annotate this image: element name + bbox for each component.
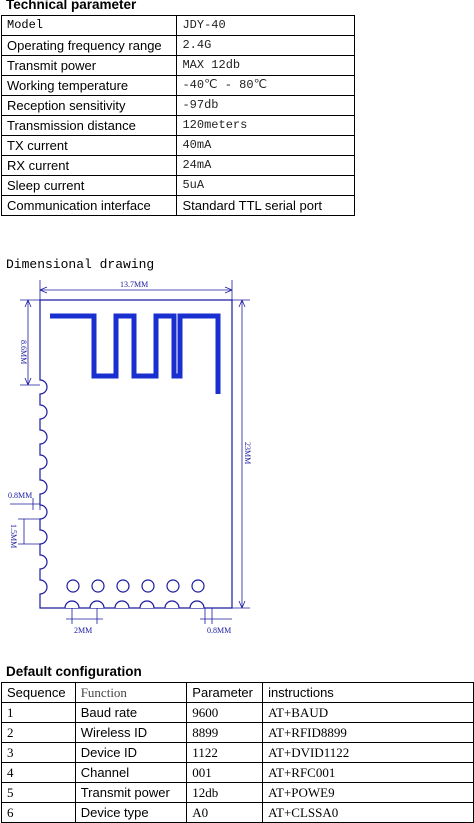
param-value: 120meters [176, 115, 355, 136]
cell-instructions: AT+POWE9 [262, 782, 474, 803]
table-row: Transmission distance 120meters [0, 115, 355, 136]
cell-sequence: 5 [1, 782, 76, 803]
param-value: -97db [176, 95, 355, 116]
param-value: JDY-40 [176, 15, 355, 36]
cell-parameter: A0 [186, 802, 264, 823]
technical-parameter-heading: Technical parameter [6, 0, 137, 12]
table-row: Reception sensitivity -97db [0, 95, 355, 116]
param-name: Operating frequency range [0, 35, 178, 56]
cell-parameter: 9600 [186, 702, 264, 723]
bottom-edge-dimension [200, 608, 232, 624]
header-sequence: Sequence [1, 682, 76, 703]
cell-function: Transmit power [74, 782, 188, 803]
default-configuration-heading: Default configuration [6, 664, 142, 679]
bottom-castellations [64, 600, 205, 609]
table-row: Model JDY-40 [0, 15, 355, 36]
table-row: TX current 40mA [0, 135, 355, 156]
pitch-dimension [18, 518, 40, 545]
module-outline [39, 299, 233, 609]
param-value: MAX 12db [176, 55, 355, 76]
param-value: Standard TTL serial port [176, 195, 355, 216]
pad-width-label: 0.8MM [8, 491, 32, 500]
table-row: RX current 24mA [0, 155, 355, 176]
param-name: Model [0, 15, 178, 36]
cell-parameter: 1122 [186, 742, 264, 763]
width-label: 13.7MM [120, 280, 148, 289]
param-name: Working temperature [0, 75, 178, 96]
technical-parameter-table: Model JDY-40 Operating frequency range 2… [0, 15, 355, 216]
table-row: Working temperature -40℃ - 80℃ [0, 75, 355, 96]
cell-instructions: AT+BAUD [262, 702, 474, 723]
bottom-edge-label: 0.8MM [207, 626, 231, 635]
table-row: 4 Channel 001 AT+RFC001 [1, 762, 474, 783]
table-row: 2 Wireless ID 8899 AT+RFID8899 [1, 722, 474, 743]
cell-sequence: 3 [1, 742, 76, 763]
table-header-row: Sequence Function Parameter instructions [1, 682, 474, 703]
bottom-pitch-label: 2MM [74, 626, 92, 635]
cell-sequence: 2 [1, 722, 76, 743]
param-name: Transmit power [0, 55, 178, 76]
antenna-label: 8.6MM [19, 340, 28, 364]
pitch-label: 1.5MM [9, 524, 18, 548]
header-instructions: instructions [262, 682, 474, 703]
antenna-trace [50, 313, 221, 394]
bottom-pitch-dimension [66, 608, 103, 624]
default-configuration-table: Sequence Function Parameter instructions… [1, 682, 474, 823]
antenna-dimension [20, 299, 40, 386]
cell-function: Channel [74, 762, 188, 783]
param-value: 24mA [176, 155, 355, 176]
width-dimension [39, 280, 233, 300]
header-parameter: Parameter [186, 682, 264, 703]
height-label: 23MM [243, 442, 252, 464]
param-name: Transmission distance [0, 115, 178, 136]
header-function: Function [74, 682, 188, 703]
table-row: Transmit power MAX 12db [0, 55, 355, 76]
param-name: Communication interface [0, 195, 178, 216]
cell-instructions: AT+DVID1122 [262, 742, 474, 763]
table-row: Operating frequency range 2.4G [0, 35, 355, 56]
pad-width-dimension [10, 498, 41, 510]
param-name: Sleep current [0, 175, 178, 196]
cell-sequence: 4 [1, 762, 76, 783]
dimensional-drawing: 13.7MM 8.6MM 23MM 0.8MM 1.5MM 2MM [8, 280, 252, 635]
table-row: 1 Baud rate 9600 AT+BAUD [1, 702, 474, 723]
param-name: RX current [0, 155, 178, 176]
cell-parameter: 001 [186, 762, 264, 783]
param-value: 40mA [176, 135, 355, 156]
table-row: 6 Device type A0 AT+CLSSA0 [1, 802, 474, 823]
param-value: 2.4G [176, 35, 355, 56]
cell-function: Baud rate [74, 702, 188, 723]
pad-holes [66, 579, 205, 593]
table-row: Communication interface Standard TTL ser… [0, 195, 355, 216]
cell-function: Wireless ID [74, 722, 188, 743]
param-name: Reception sensitivity [0, 95, 178, 116]
cell-function: Device type [74, 802, 188, 823]
cell-instructions: AT+RFC001 [262, 762, 474, 783]
cell-sequence: 6 [1, 802, 76, 823]
height-dimension [232, 299, 250, 609]
param-name: TX current [0, 135, 178, 156]
table-row: 3 Device ID 1122 AT+DVID1122 [1, 742, 474, 763]
table-row: 5 Transmit power 12db AT+POWE9 [1, 782, 474, 803]
cell-parameter: 12db [186, 782, 264, 803]
cell-sequence: 1 [1, 702, 76, 723]
cell-instructions: AT+CLSSA0 [262, 802, 474, 823]
cell-instructions: AT+RFID8899 [262, 722, 474, 743]
dimensional-drawing-heading: Dimensional drawing [6, 257, 155, 272]
cell-parameter: 8899 [186, 722, 264, 743]
param-value: 5uA [176, 175, 355, 196]
table-row: Sleep current 5uA [0, 175, 355, 196]
cell-function: Device ID [74, 742, 188, 763]
param-value: -40℃ - 80℃ [176, 75, 355, 96]
